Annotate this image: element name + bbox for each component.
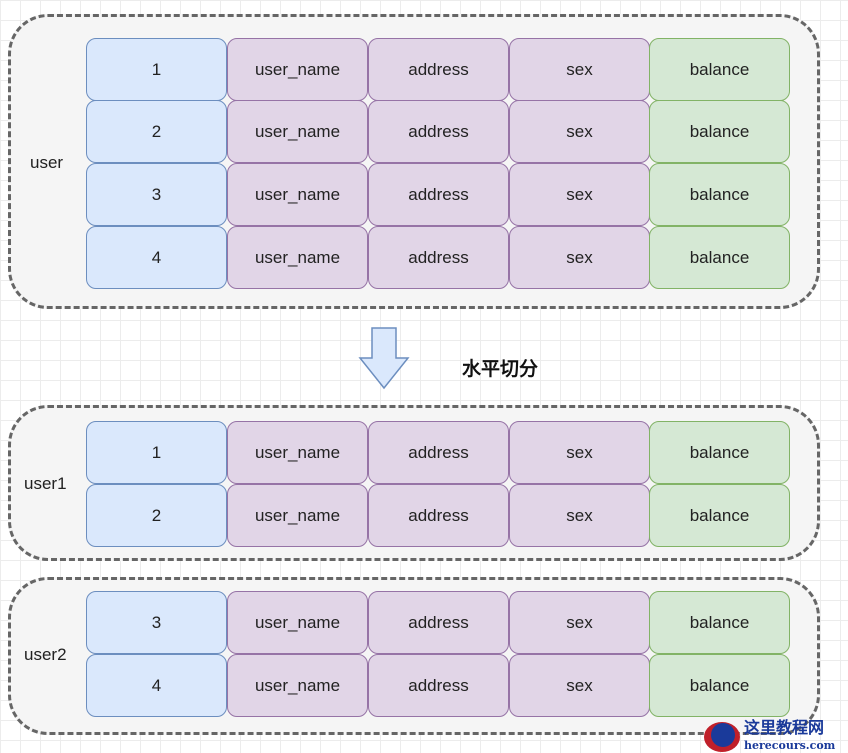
sex-cell: sex — [509, 100, 650, 163]
down-arrow-icon — [358, 327, 410, 390]
balance-cell: balance — [649, 421, 790, 484]
id-cell: 2 — [86, 100, 227, 163]
table-label: user — [30, 153, 64, 172]
user-name-cell: user_name — [227, 484, 368, 547]
id-cell: 1 — [86, 421, 227, 484]
address-cell: address — [368, 591, 509, 654]
user-name-cell: user_name — [227, 591, 368, 654]
id-cell: 4 — [86, 654, 227, 717]
id-cell: 2 — [86, 484, 227, 547]
address-cell: address — [368, 484, 509, 547]
address-cell: address — [368, 100, 509, 163]
balance-cell: balance — [649, 484, 790, 547]
address-cell: address — [368, 226, 509, 289]
sex-cell: sex — [509, 163, 650, 226]
sex-cell: sex — [509, 421, 650, 484]
balance-cell: balance — [649, 654, 790, 717]
balance-cell: balance — [649, 226, 790, 289]
user-name-cell: user_name — [227, 654, 368, 717]
sex-cell: sex — [509, 654, 650, 717]
id-cell: 3 — [86, 591, 227, 654]
address-cell: address — [368, 421, 509, 484]
sex-cell: sex — [509, 226, 650, 289]
balance-cell: balance — [649, 591, 790, 654]
watermark-z-icon — [704, 722, 740, 752]
user-name-cell: user_name — [227, 163, 368, 226]
watermark-title: 这里教程网 — [744, 718, 825, 737]
address-cell: address — [368, 38, 509, 101]
table-label: user2 — [24, 645, 67, 664]
id-cell: 3 — [86, 163, 227, 226]
balance-cell: balance — [649, 100, 790, 163]
split-label: 水平切分 — [462, 359, 539, 380]
sex-cell: sex — [509, 591, 650, 654]
table-label: user1 — [24, 474, 67, 493]
watermark-logo: 这里教程网 herecours.com — [700, 719, 848, 753]
address-cell: address — [368, 163, 509, 226]
user-name-cell: user_name — [227, 421, 368, 484]
user-name-cell: user_name — [227, 100, 368, 163]
id-cell: 4 — [86, 226, 227, 289]
watermark-url: herecours.com — [744, 739, 836, 752]
address-cell: address — [368, 654, 509, 717]
balance-cell: balance — [649, 38, 790, 101]
id-cell: 1 — [86, 38, 227, 101]
user-name-cell: user_name — [227, 226, 368, 289]
balance-cell: balance — [649, 163, 790, 226]
sex-cell: sex — [509, 38, 650, 101]
sex-cell: sex — [509, 484, 650, 547]
user-name-cell: user_name — [227, 38, 368, 101]
